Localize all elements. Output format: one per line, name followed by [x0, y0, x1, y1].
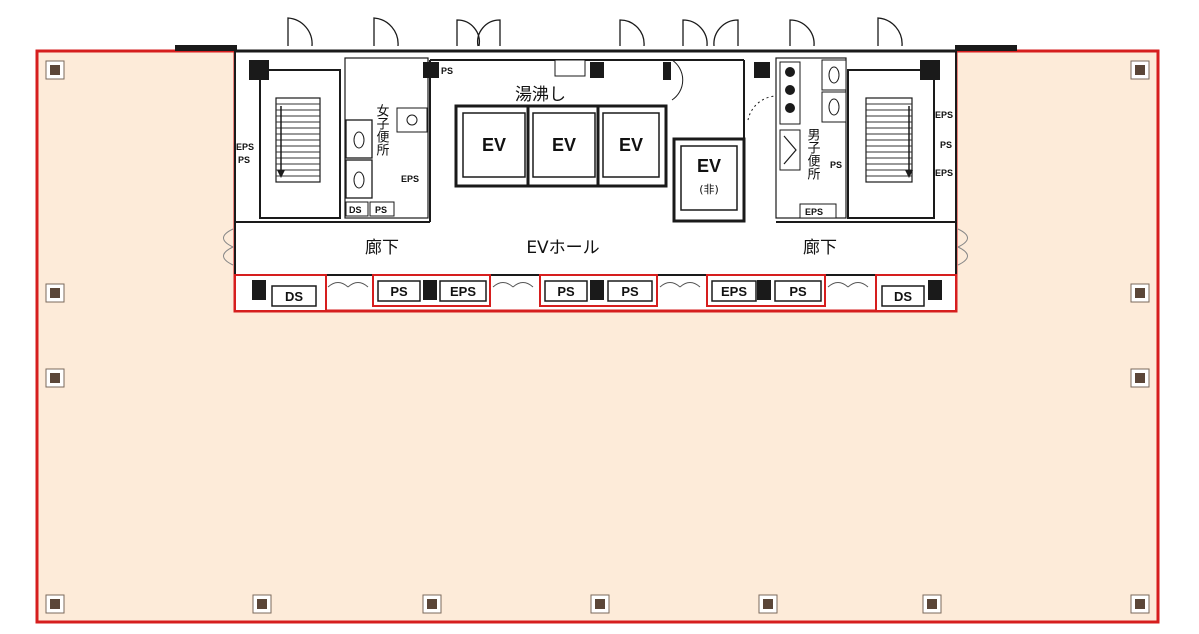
eps-label: EPS — [450, 284, 476, 299]
eps-label: EPS — [935, 168, 953, 178]
ps-label: PS — [441, 66, 453, 76]
ev-hall-label: EVホール — [526, 238, 599, 258]
ps-label: PS — [557, 284, 575, 299]
ps-label: PS — [789, 284, 807, 299]
column — [1135, 373, 1145, 383]
column — [1135, 65, 1145, 75]
service-elevator-note: (非) — [699, 183, 719, 196]
ds-label: DS — [894, 289, 912, 304]
eps-label: EPS — [805, 207, 823, 217]
facade-wall-right — [955, 45, 1017, 51]
elevator-label: EV — [482, 135, 506, 155]
left-staircase: EPS PS — [236, 60, 341, 219]
elevator-label: EV — [619, 135, 643, 155]
bottom-doors — [327, 282, 869, 288]
eps-label: EPS — [236, 142, 254, 152]
top-doors — [287, 17, 903, 47]
side-doors — [223, 228, 968, 266]
column — [257, 599, 267, 609]
ps-label: PS — [830, 160, 842, 170]
eps-label: EPS — [935, 110, 953, 120]
column — [595, 599, 605, 609]
ps-label: PS — [940, 140, 952, 150]
service-elevator-label: EV — [697, 156, 721, 176]
structural-columns — [45, 60, 1150, 614]
column — [427, 599, 437, 609]
kitchenette-label: 湯沸し — [515, 85, 566, 105]
shaft-strip — [234, 274, 957, 312]
men-restroom-label: 男子便所 — [805, 128, 821, 180]
eps-label: EPS — [401, 174, 419, 184]
women-restroom-label: 女子便所 — [374, 103, 390, 156]
column — [1135, 599, 1145, 609]
elevator-label: EV — [552, 135, 576, 155]
right-staircase: EPS PS EPS — [847, 60, 953, 219]
column — [50, 599, 60, 609]
elevator-bank: EV EV EV EV (非) — [454, 104, 746, 223]
ds-label: DS — [285, 289, 303, 304]
shaft-labels-bottom: DS PS EPS PS PS EPS PS DS — [271, 280, 925, 307]
corridor-left-label: 廊下 — [365, 238, 399, 258]
ps-label: PS — [621, 284, 639, 299]
column — [763, 599, 773, 609]
ps-label: PS — [390, 284, 408, 299]
womens-restroom: DS PS EPS 女子便所 PS — [344, 57, 453, 219]
kitchenette: 湯沸し — [515, 59, 684, 105]
ps-label: PS — [238, 155, 250, 165]
ps-label: PS — [375, 205, 387, 215]
column — [1135, 288, 1145, 298]
corridor-right-label: 廊下 — [803, 238, 837, 258]
ds-label: DS — [349, 205, 362, 215]
column — [927, 599, 937, 609]
facade-wall-left — [175, 45, 237, 51]
eps-label: EPS — [721, 284, 747, 299]
column — [50, 373, 60, 383]
mens-restroom: EPS PS 男子便所 — [747, 57, 847, 219]
column — [50, 288, 60, 298]
column — [50, 65, 60, 75]
